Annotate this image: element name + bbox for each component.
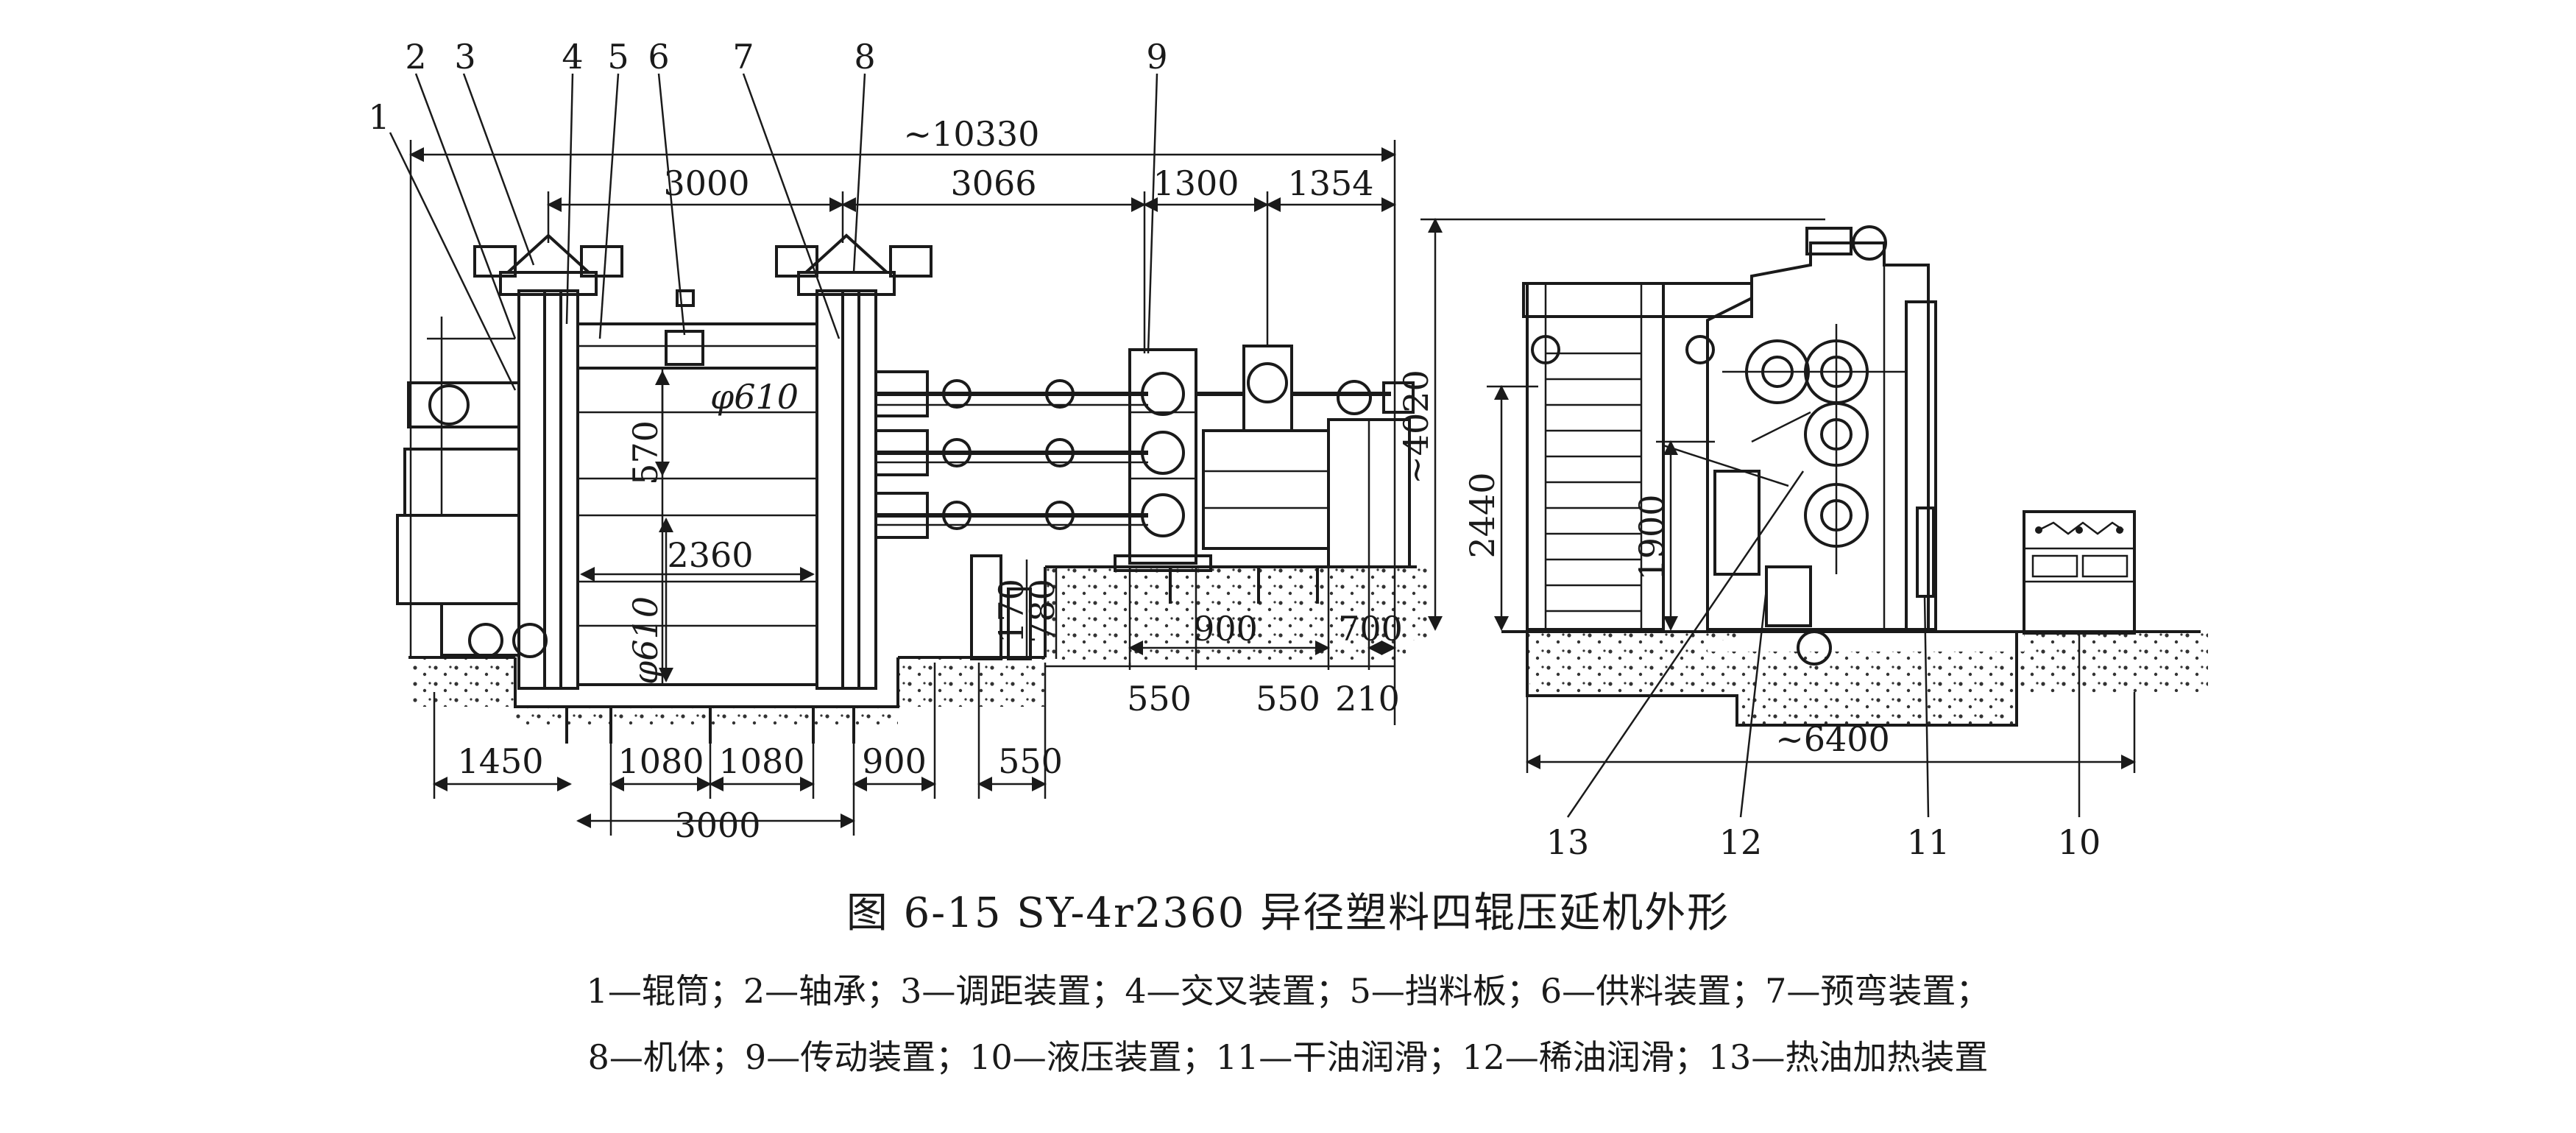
dim-roll-dia-bottom: φ610 [626, 596, 665, 685]
front-view [396, 233, 1428, 744]
dim-height-2440: 2440 [1462, 472, 1502, 558]
dim-height-1900: 1900 [1632, 494, 1671, 580]
dim-b-550-right: 550 [1256, 679, 1320, 719]
figure-legend-line-1: 1—辊筒；2—轴承；3—调距装置；4—交叉装置；5—挡料板；6—供料装置；7—预… [586, 971, 1990, 1011]
part-label-8: 8 [854, 37, 875, 77]
dimension-lines [409, 140, 2136, 836]
figure-legend-line-2: 8—机体；9—传动装置；10—液压装置；11—干油润滑；12—稀油润滑；13—热… [587, 1037, 1989, 1077]
figure-caption-title: 图 6-15 SY-4r2360 异径塑料四辊压延机外形 [846, 889, 1730, 937]
dim-roll-dia-top: φ610 [710, 377, 799, 417]
dim-b-1080-b: 1080 [718, 741, 804, 781]
dim-b-210: 210 [1335, 679, 1400, 719]
dim-b-1450: 1450 [457, 741, 543, 781]
side-view [1501, 225, 2208, 727]
dimension-values: ~10330 3000 3066 1300 1354 φ610 570 2360… [457, 114, 1889, 845]
dim-side-width: ~6400 [1775, 719, 1890, 759]
part-numbers: 1 2 3 4 5 6 7 8 9 10 11 12 13 [368, 37, 2101, 862]
part-label-12: 12 [1719, 822, 1763, 862]
dim-b-900-mid: 900 [1193, 609, 1258, 649]
dim-b-550-left: 550 [1127, 679, 1192, 719]
dim-b-900-low: 900 [862, 741, 927, 781]
part-label-4: 4 [562, 37, 583, 77]
part-label-5: 5 [607, 37, 629, 77]
stair-rungs [1546, 352, 1641, 613]
part-label-1: 1 [368, 97, 389, 137]
dim-h-780: 780 [1022, 579, 1062, 643]
part-label-13: 13 [1546, 822, 1590, 862]
dim-b-550-low: 550 [998, 741, 1063, 781]
dim-top-3066: 3066 [950, 163, 1036, 203]
dim-roll-gap: 570 [626, 420, 665, 485]
dim-b-700: 700 [1338, 609, 1403, 649]
part-label-6: 6 [648, 37, 669, 77]
part-label-3: 3 [454, 37, 475, 77]
dim-b-1080-a: 1080 [618, 741, 704, 781]
dim-overall-length: ~10330 [904, 114, 1040, 154]
dim-top-1300: 1300 [1153, 163, 1239, 203]
part-label-11: 11 [1907, 822, 1950, 862]
dim-height-4020: ~4020 [1396, 370, 1436, 484]
dim-top-3000: 3000 [663, 163, 749, 203]
part-label-9: 9 [1146, 37, 1167, 77]
dim-roll-width: 2360 [667, 535, 753, 575]
part-label-7: 7 [732, 37, 754, 77]
part-label-2: 2 [405, 37, 426, 77]
dim-bottom-3000: 3000 [674, 805, 760, 845]
dim-h-170: 170 [991, 579, 1031, 643]
leader-lines [389, 73, 2081, 818]
dim-top-1354: 1354 [1287, 163, 1373, 203]
part-label-10: 10 [2058, 822, 2101, 862]
